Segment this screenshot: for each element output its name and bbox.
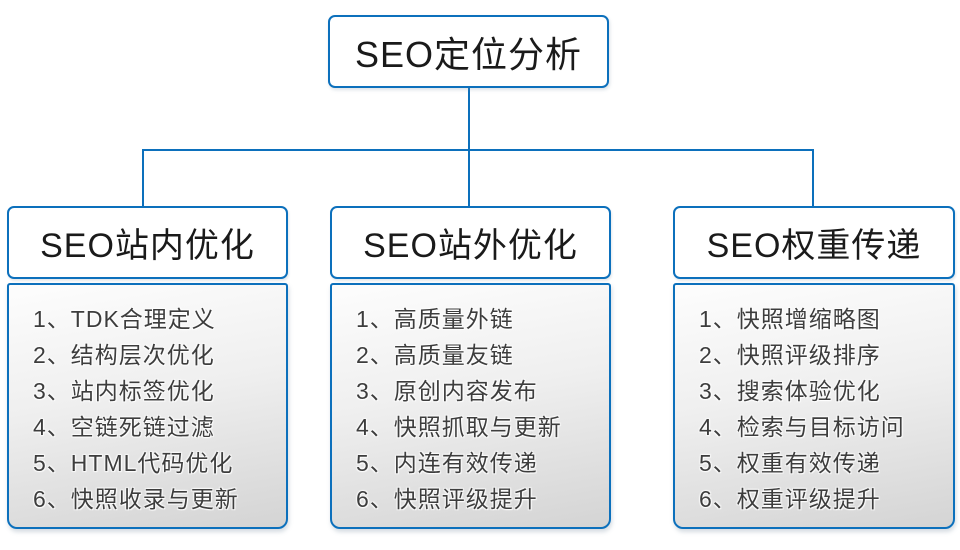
root-node-title: SEO定位分析 [354, 33, 583, 75]
column-header-weight: SEO权重传递 [673, 206, 955, 279]
column-onsite-optimization: SEO站内优化 1、TDK合理定义 2、结构层次优化 3、站内标签优化 4、空链… [7, 206, 288, 529]
list-item: 6、权重评级提升 [699, 486, 881, 512]
list-item: 4、检索与目标访问 [699, 414, 905, 440]
list-item: 3、搜索体验优化 [699, 378, 881, 404]
column-title: SEO站内优化 [40, 227, 255, 265]
root-node-box: SEO定位分析 [328, 15, 609, 88]
list-item: 5、内连有效传递 [356, 450, 538, 476]
list-item: 6、快照收录与更新 [33, 486, 239, 512]
list-item: 1、TDK合理定义 [33, 306, 216, 332]
column-offsite-optimization: SEO站外优化 1、高质量外链 2、高质量友链 3、原创内容发布 4、快照抓取与… [330, 206, 611, 529]
column-title: SEO权重传递 [706, 227, 922, 265]
list-item: 5、权重有效传递 [699, 450, 881, 476]
list-item: 2、快照评级排序 [699, 342, 881, 368]
column-list-offsite: 1、高质量外链 2、高质量友链 3、原创内容发布 4、快照抓取与更新 5、内连有… [330, 283, 611, 529]
column-title: SEO站外优化 [363, 227, 578, 265]
list-item: 4、空链死链过滤 [33, 414, 215, 440]
column-header-offsite: SEO站外优化 [330, 206, 611, 279]
list-item: 4、快照抓取与更新 [356, 414, 562, 440]
column-weight-transfer: SEO权重传递 1、快照增缩略图 2、快照评级排序 3、搜索体验优化 4、检索与… [673, 206, 955, 529]
column-list-onsite: 1、TDK合理定义 2、结构层次优化 3、站内标签优化 4、空链死链过滤 5、H… [7, 283, 288, 529]
list-item: 1、高质量外链 [356, 306, 514, 332]
list-item: 6、快照评级提升 [356, 486, 538, 512]
list-item: 2、高质量友链 [356, 342, 514, 368]
list-item: 3、站内标签优化 [33, 378, 215, 404]
list-item: 2、结构层次优化 [33, 342, 215, 368]
list-item: 3、原创内容发布 [356, 378, 538, 404]
list-item: 1、快照增缩略图 [699, 306, 881, 332]
column-list-weight: 1、快照增缩略图 2、快照评级排序 3、搜索体验优化 4、检索与目标访问 5、权… [673, 283, 955, 529]
column-header-onsite: SEO站内优化 [7, 206, 288, 279]
list-item: 5、HTML代码优化 [33, 450, 234, 476]
